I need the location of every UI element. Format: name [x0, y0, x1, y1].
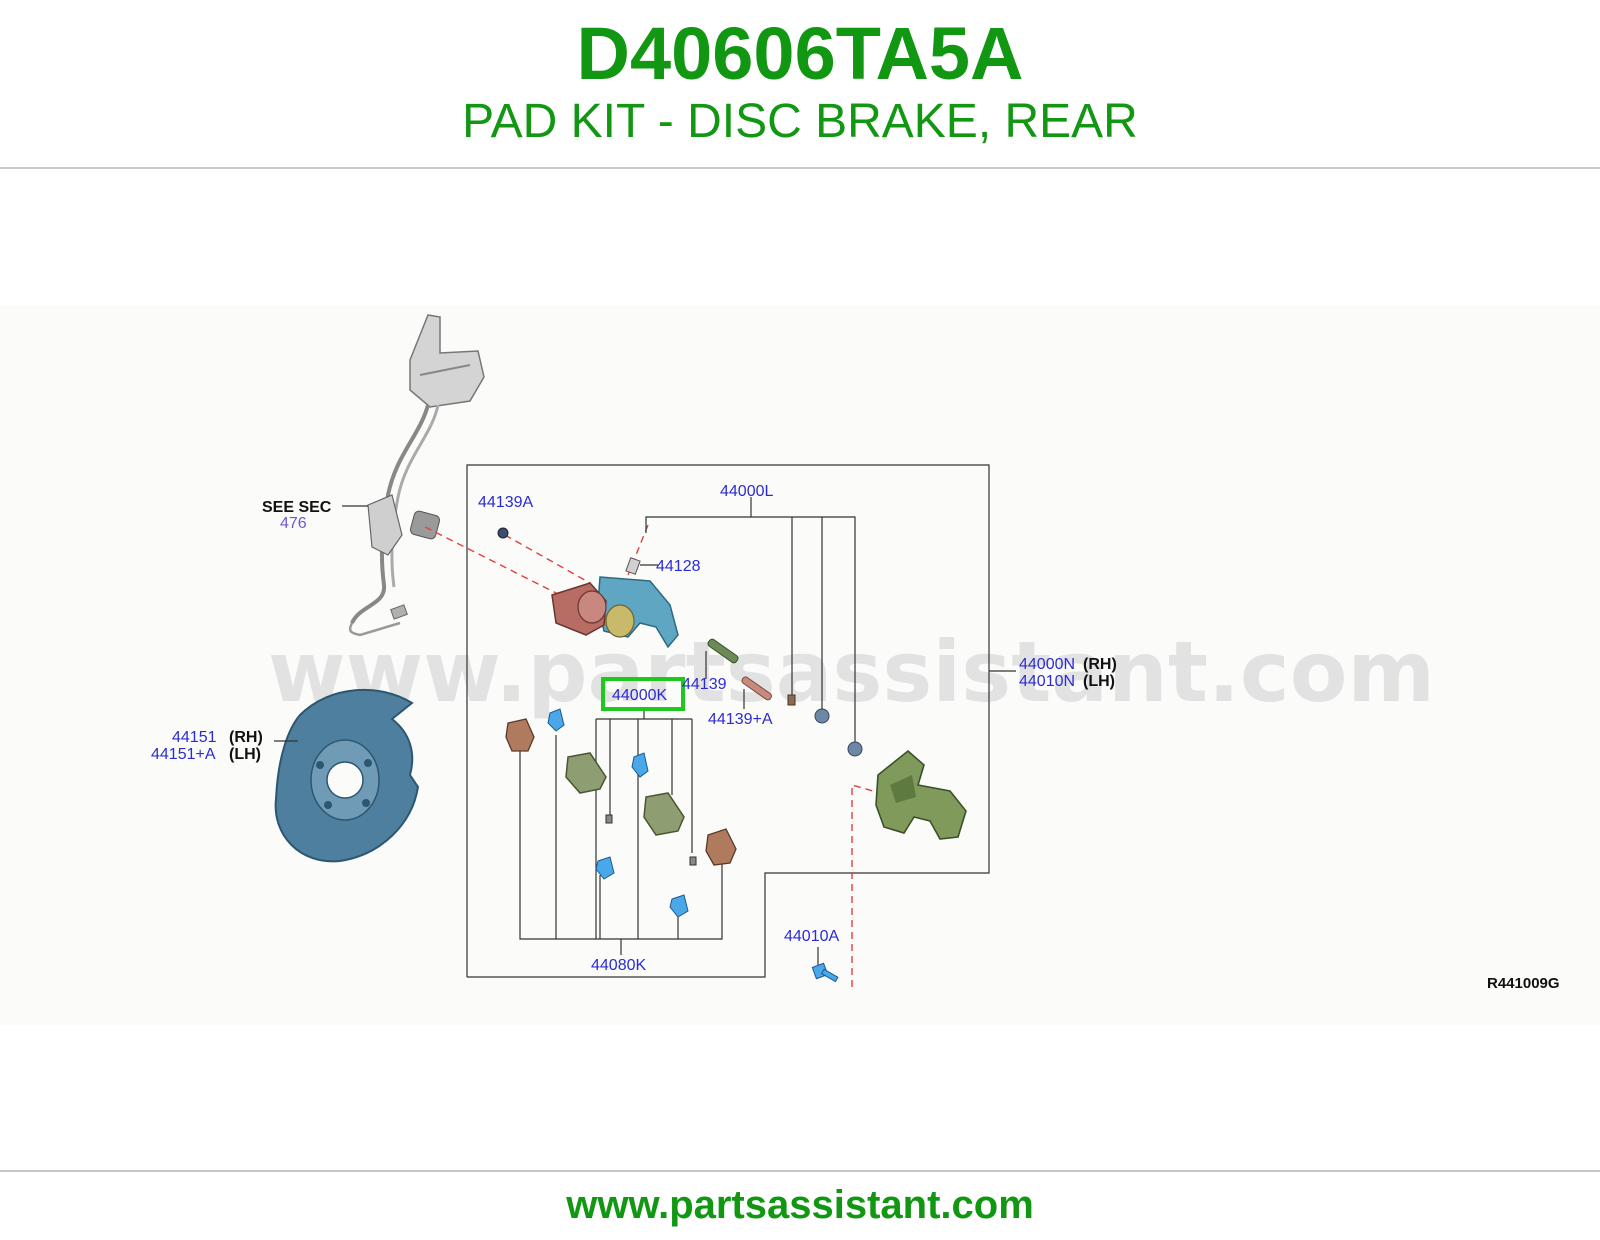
- page-header: D40606TA5A PAD KIT - DISC BRAKE, REAR: [0, 0, 1600, 168]
- diagram-code: R441009G: [1487, 975, 1560, 992]
- exploded-parts-diagram: www.partsassistant.com: [151, 314, 1560, 992]
- callout-44010N[interactable]: 44010N: [1019, 673, 1075, 690]
- callout-44128[interactable]: 44128: [656, 558, 701, 575]
- highlighted-callout-box: [601, 677, 685, 711]
- brake-caliper-part: [551, 576, 679, 649]
- callout-44080K[interactable]: 44080K: [591, 957, 646, 974]
- dust-shield-part: [274, 688, 420, 863]
- assembly-guide-lines: [424, 524, 881, 987]
- footer-site-link[interactable]: www.partsassistant.com: [566, 1183, 1034, 1227]
- callout-44151[interactable]: 44151: [172, 729, 217, 746]
- see-sec-number-link[interactable]: 476: [280, 515, 307, 532]
- guide-pin-44139-part: [707, 638, 739, 664]
- see-sec-label: SEE SEC: [262, 499, 332, 516]
- callout-44000L[interactable]: 44000L: [720, 483, 773, 500]
- callout-44000N[interactable]: 44000N: [1019, 656, 1075, 673]
- abs-sensor-assembly: [348, 314, 485, 637]
- bleeder-screw-part: [625, 557, 641, 575]
- callout-44139A[interactable]: 44139A: [478, 494, 533, 511]
- guide-pin-44139A-part: [741, 676, 772, 701]
- callout-44151-plus-a[interactable]: 44151+A: [151, 746, 216, 763]
- part-name-subtitle: PAD KIT - DISC BRAKE, REAR: [462, 95, 1138, 148]
- callout-44151-side: (RH): [229, 729, 263, 746]
- kit-outline: [466, 464, 990, 978]
- callout-44139-plus-a[interactable]: 44139+A: [708, 711, 773, 728]
- callout-44139[interactable]: 44139: [682, 676, 727, 693]
- callout-44151-plus-a-side: (LH): [229, 746, 261, 763]
- parts-diagram-panel: www.partsassistant.com: [0, 305, 1600, 1025]
- bracket-bolt-44010A-part: [811, 962, 839, 983]
- part-number-title: D40606TA5A: [576, 12, 1024, 95]
- pad-clips-parts: [547, 708, 689, 918]
- watermark-text: www.partsassistant.com: [268, 623, 1435, 721]
- callout-44000N-side: (RH): [1083, 656, 1117, 673]
- bolt-44139A-part: [497, 527, 509, 539]
- pin-boots-parts: [787, 694, 863, 757]
- footer-divider: [0, 1170, 1600, 1172]
- caliper-bracket-part: [875, 749, 967, 840]
- brake-pads-parts: [505, 718, 737, 866]
- callout-44010A[interactable]: 44010A: [784, 928, 839, 945]
- leader-lines: [274, 497, 1016, 965]
- callout-44000K[interactable]: 44000K: [612, 687, 667, 704]
- header-divider: [0, 167, 1600, 169]
- callout-44010N-side: (LH): [1083, 673, 1115, 690]
